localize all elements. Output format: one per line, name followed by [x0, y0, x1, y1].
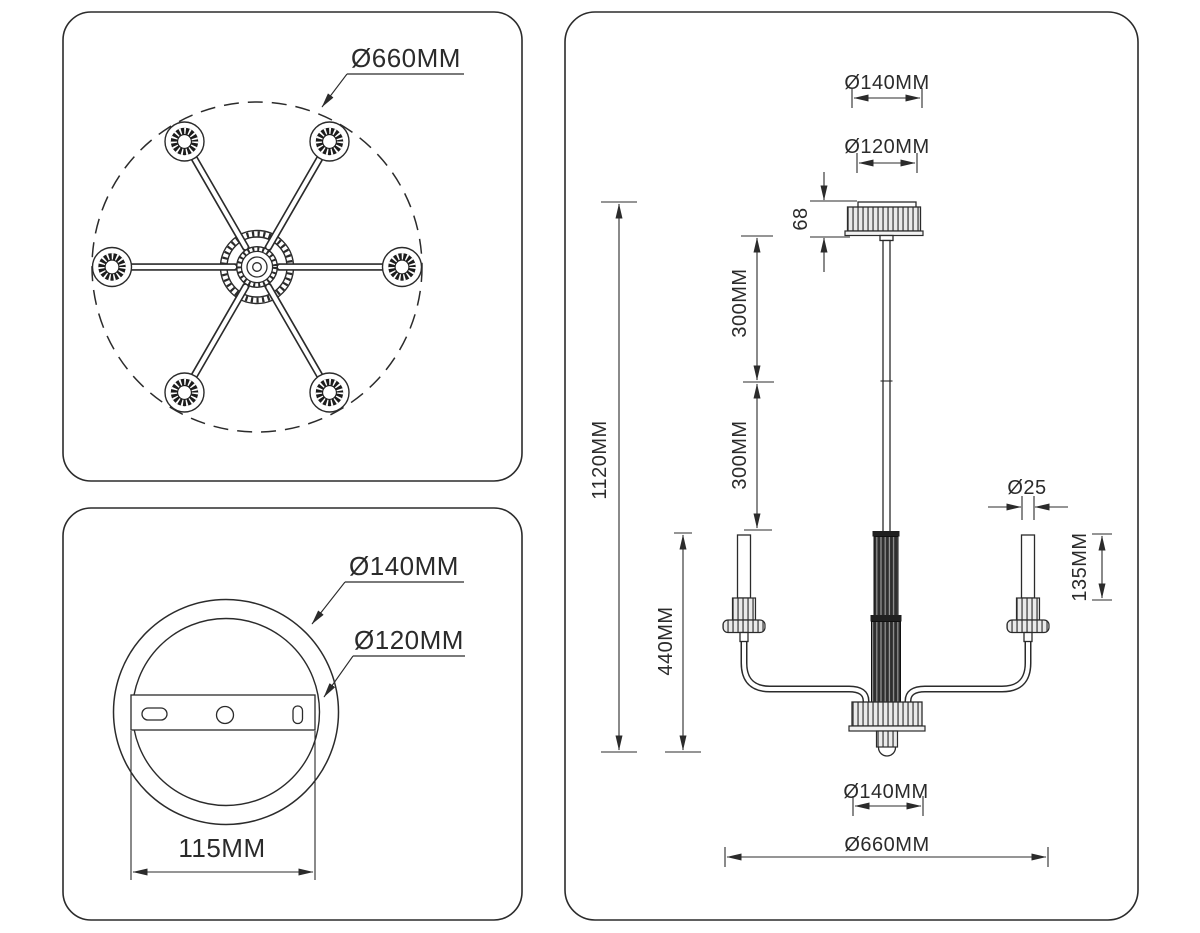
total-height-label: 1120MM — [589, 420, 611, 499]
bottom-hub — [848, 701, 926, 757]
hole-spacing-label: 115MM — [178, 833, 265, 863]
candle-socket — [731, 597, 757, 621]
top-view-panel-frame — [62, 11, 523, 482]
socket-plan — [91, 246, 133, 288]
canopy-height-label: 68 — [790, 207, 812, 230]
right-arm-fill — [906, 641, 1030, 703]
dim-total-height: 1120MM — [589, 201, 637, 753]
side-view: Ø140MM Ø120MM 68 1120MM — [589, 72, 1112, 867]
candle-tube — [736, 534, 752, 599]
dim-mount-outer-diameter: Ø140MM — [311, 551, 464, 625]
arms — [740, 641, 1032, 703]
column-top-cap — [872, 531, 900, 537]
dim-hub-diameter: Ø140MM — [843, 781, 928, 816]
rod-upper-label: 300MM — [729, 268, 751, 337]
socket-plan — [164, 121, 205, 162]
top-view: Ø660MM — [91, 43, 464, 433]
dim-canopy-outer: Ø140MM — [844, 72, 929, 108]
mount-inner-diameter-label: Ø120MM — [354, 625, 464, 655]
socket-plan — [381, 246, 423, 288]
dim-rod-upper: 300MM — [729, 235, 774, 383]
socket-plan-set — [91, 121, 423, 413]
top-view-diameter-label: Ø660MM — [351, 43, 461, 73]
mount-outer-diameter-label: Ø140MM — [349, 551, 459, 581]
candle-height-label: 135MM — [1069, 532, 1091, 601]
rod-lower-label: 300MM — [729, 420, 751, 489]
side-view-panel-frame — [564, 11, 1139, 921]
left-arm-fill — [742, 641, 868, 703]
canopy-flange — [844, 230, 924, 237]
bracket-slot-right — [292, 705, 304, 725]
dim-canopy-inner: Ø120MM — [844, 136, 929, 173]
column-upper-ribbed — [873, 536, 899, 616]
candle-neck — [739, 631, 749, 643]
canopy-outer-label: Ø140MM — [844, 72, 929, 94]
dim-top-view-diameter: Ø660MM — [321, 43, 464, 108]
leader-arrow — [311, 581, 346, 625]
dim-mount-inner-diameter: Ø120MM — [323, 625, 465, 698]
leader-arrow — [321, 73, 348, 108]
mounting-bracket — [130, 694, 316, 731]
finial — [875, 730, 899, 748]
canopy-outer-circle — [112, 598, 340, 826]
dim-rod-lower: 300MM — [729, 383, 772, 531]
hub-diameter-label: Ø140MM — [843, 781, 928, 803]
dim-candle-diameter: Ø25 — [988, 477, 1068, 520]
body-height-label: 440MM — [655, 606, 677, 675]
arm-set — [108, 137, 406, 397]
column-lower-ribbed — [871, 621, 901, 703]
canopy-ribbed-band — [846, 206, 922, 232]
dim-hole-spacing: 115MM — [130, 731, 316, 880]
socket-plan — [164, 372, 205, 413]
hub-ribbed-drum — [851, 701, 923, 727]
dim-overall-width: Ø660MM — [724, 834, 1049, 867]
leader-arrow — [323, 655, 354, 698]
socket-plan — [309, 372, 350, 413]
hub-center — [235, 245, 278, 288]
candle-diameter-label: Ø25 — [1007, 477, 1046, 499]
bracket-slot-left — [141, 707, 168, 721]
mount-view: 115MM Ø140MM Ø120MM — [112, 551, 465, 880]
canopy — [844, 201, 924, 242]
dim-body-height: 440MM — [655, 532, 701, 753]
dim-canopy-height: 68 — [790, 172, 857, 272]
dim-candle-height: 135MM — [1069, 532, 1112, 602]
hub-flange — [848, 725, 926, 732]
column-joint-band — [870, 615, 902, 622]
canopy-inner-label: Ø120MM — [844, 136, 929, 158]
bracket-center-hole — [215, 705, 235, 725]
candle-ring — [722, 619, 766, 634]
overall-width-label: Ø660MM — [844, 834, 929, 856]
candle-left — [722, 534, 766, 643]
central-column — [870, 531, 902, 703]
socket-plan — [309, 121, 350, 162]
